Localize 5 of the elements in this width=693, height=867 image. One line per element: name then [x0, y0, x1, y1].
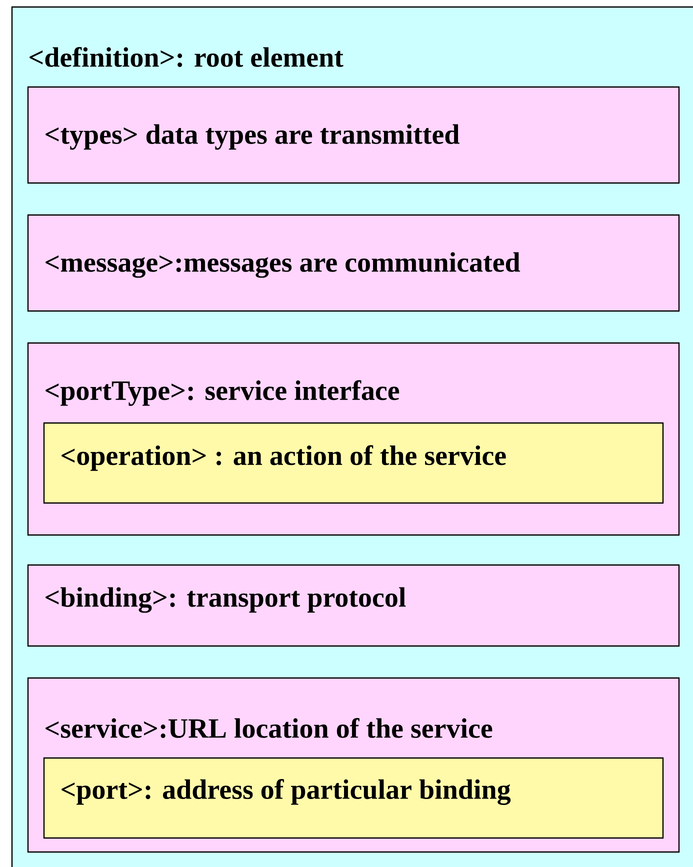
element-box: <message>:messages are communicated	[27, 214, 680, 312]
element-box: <types> data types are transmitted	[27, 86, 680, 184]
element-box: <binding>: transport protocol	[27, 564, 680, 647]
inner-box: <port>: address of particular binding	[43, 757, 664, 839]
inner-box: <operation> : an action of the service	[43, 422, 664, 504]
